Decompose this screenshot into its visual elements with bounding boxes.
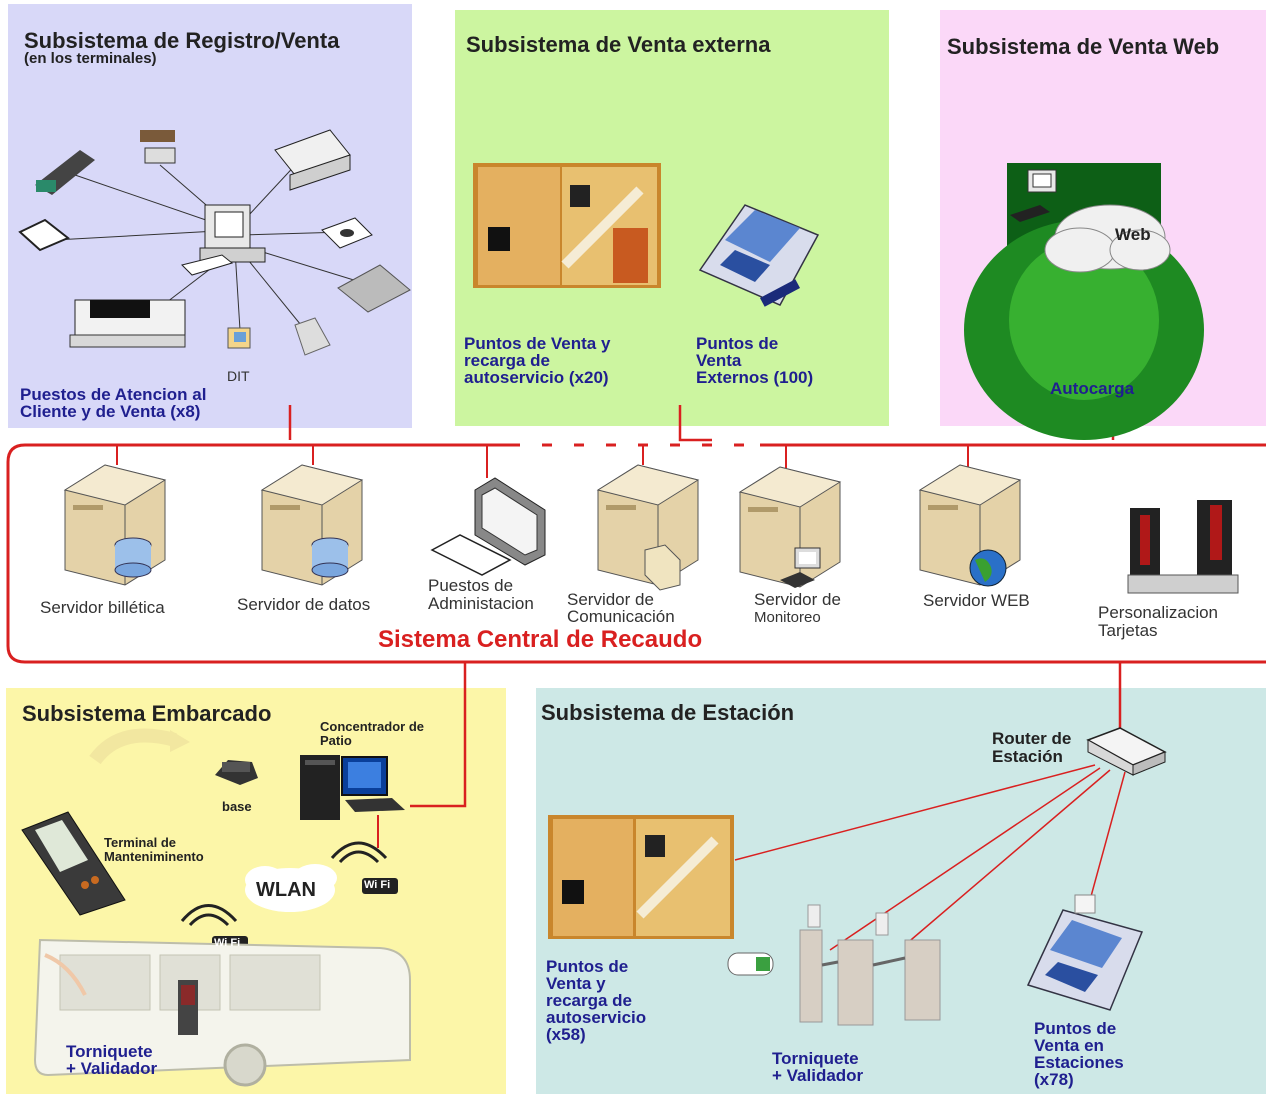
embarcado-title: Subsistema Embarcado <box>22 701 272 726</box>
concentrador-label-line2: Patio <box>320 733 352 748</box>
estacion-torniquete-line1: Torniquete <box>772 1049 859 1068</box>
embarcado-torniquete-line2: + Validador <box>66 1059 158 1078</box>
venta-web-title: Subsistema de Venta Web <box>947 34 1220 59</box>
card-encoder-icon <box>337 264 411 313</box>
admin-workstation-icon <box>430 477 546 576</box>
scanner-icon <box>18 218 70 252</box>
estacion-autoservicio-line4: autoservicio <box>546 1008 647 1027</box>
link-router-pos <box>1089 771 1126 901</box>
registro-title: Subsistema de Registro/Venta <box>24 28 340 53</box>
wifi-bus-label: Wi Fi <box>214 937 241 949</box>
base-icon <box>215 760 258 785</box>
terminal-label-line1: Terminal de <box>104 835 177 850</box>
dit-label: DIT <box>227 368 250 384</box>
comunicacion-label-line1: Servidor de <box>567 590 654 609</box>
wifi-patio-label: Wi Fi <box>364 879 391 891</box>
admin-label-line1: Puestos de <box>428 576 514 595</box>
monitoreo-label-line2: Monitoreo <box>754 609 821 626</box>
central-system-title: Sistema Central de Recaudo <box>378 626 703 653</box>
estacion-torniquete-line2: + Validador <box>772 1066 864 1085</box>
card-reader-icon <box>35 150 95 195</box>
kiosk-station-icon <box>548 815 734 939</box>
externa-autoservicio-line1: Puntos de Venta y <box>464 334 611 353</box>
printer-icon <box>274 129 351 191</box>
server-billetica-icon <box>63 464 167 586</box>
externos-line1: Puntos de <box>696 334 779 353</box>
autocarga-label: Autocarga <box>1050 379 1135 398</box>
pos-station-icon <box>1026 894 1144 1011</box>
server-web-icon <box>918 464 1022 587</box>
servidor-billetica-label: Servidor billética <box>40 598 165 617</box>
link-router-kiosk <box>734 764 1096 861</box>
externos-line2: Venta <box>696 351 742 370</box>
embarcado-torniquete-line1: Torniquete <box>66 1042 153 1061</box>
tarjetas-label-line1: Personalizacion <box>1098 603 1219 622</box>
comunicacion-label-line2: Comunicación <box>567 607 675 626</box>
estaciones-line2: Venta en <box>1034 1036 1104 1055</box>
bus-icon <box>33 938 411 1087</box>
bus-arrow-icon <box>44 953 87 996</box>
terminal-label-line2: Manteniminento <box>104 849 204 864</box>
server-monitoreo-icon <box>738 466 842 588</box>
yard-concentrator-icon <box>300 755 405 820</box>
externos-line3: Externos (100) <box>696 368 814 387</box>
wifi-bus-icon <box>180 904 238 927</box>
card-printer-icon <box>69 299 186 348</box>
web-globe-icon <box>964 163 1204 440</box>
registro-subtitle: (en los terminales) <box>24 50 157 67</box>
venta-externa-title: Subsistema de Venta externa <box>466 32 771 57</box>
externa-autoservicio-line2: recarga de <box>464 351 550 370</box>
registro-pc-icon <box>181 204 266 276</box>
wifi-badge-patio <box>362 878 398 894</box>
estacion-autoservicio-line2: Venta y <box>546 974 606 993</box>
concentrador-label-line1: Concentrador de <box>320 719 425 734</box>
station-router-icon <box>1086 727 1167 776</box>
estacion-autoservicio-line5: (x58) <box>546 1025 586 1044</box>
link-router-torniquete2 <box>904 769 1111 946</box>
estacion-autoservicio-line1: Puntos de <box>546 957 629 976</box>
externa-autoservicio-line3: autoservicio (x20) <box>464 368 609 387</box>
registro-caption-line1: Puestos de Atencion al <box>20 385 207 404</box>
wlan-label: WLAN <box>256 879 316 901</box>
link-embarcado <box>410 662 467 808</box>
router-label-line1: Router de <box>992 729 1072 748</box>
registro-caption-line2: Cliente y de Venta (x8) <box>20 402 201 421</box>
kiosk-external-icon <box>473 163 661 288</box>
estacion-autoservicio-line3: recarga de <box>546 991 632 1010</box>
estacion-title: Subsistema de Estación <box>541 700 795 725</box>
card-personalization-icon <box>1127 500 1239 594</box>
flow-arrowhead-icon <box>170 730 190 752</box>
servidor-datos-label: Servidor de datos <box>237 595 371 614</box>
dit-icon <box>227 327 251 349</box>
pinpad-icon <box>294 317 331 356</box>
estaciones-line3: Estaciones <box>1034 1053 1124 1072</box>
turnstile-validator-icon <box>727 904 941 1026</box>
maintenance-terminal-icon <box>21 811 126 916</box>
link-router-torniquete <box>829 767 1101 951</box>
mouse-icon <box>321 217 373 249</box>
web-cloud-label: Web <box>1115 225 1151 244</box>
flow-arrow-icon <box>89 728 177 765</box>
server-comunicacion-icon <box>596 464 700 591</box>
base-label: base <box>222 799 252 814</box>
servidor-web-label: Servidor WEB <box>923 591 1030 610</box>
estaciones-line1: Puntos de <box>1034 1019 1117 1038</box>
router-label-line2: Estación <box>992 747 1063 766</box>
estaciones-line4: (x78) <box>1034 1070 1074 1089</box>
admin-label-line2: Administacion <box>428 594 534 613</box>
monitoreo-label-line1: Servidor de <box>754 590 841 609</box>
tarjetas-label-line2: Tarjetas <box>1098 621 1158 640</box>
link-externa <box>678 405 712 442</box>
pos-terminal-icon <box>698 204 820 307</box>
wlan-cloud-icon <box>245 864 337 912</box>
server-datos-icon <box>260 464 364 586</box>
customer-display-icon <box>140 130 176 164</box>
wifi-patio-icon <box>330 841 388 864</box>
